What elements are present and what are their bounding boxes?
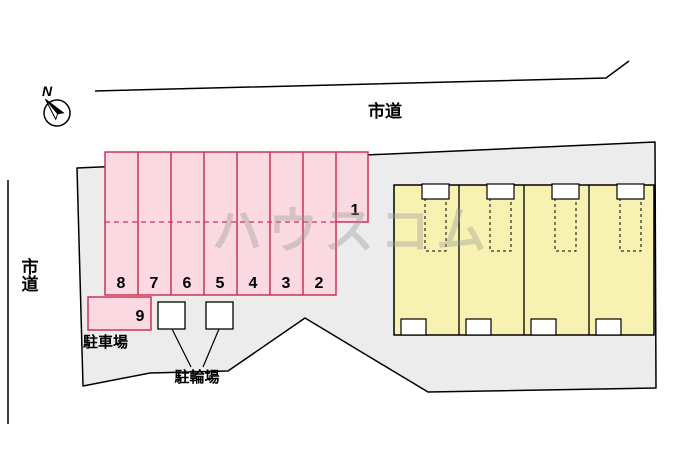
compass-label: N <box>42 83 53 99</box>
unit-porch <box>595 318 622 336</box>
bike-pointer-line-1 <box>171 328 192 368</box>
stall-number: 2 <box>315 275 324 292</box>
stall-number: 7 <box>150 275 159 292</box>
road-label-top: 市道 <box>368 101 402 121</box>
unit-entrance-notch <box>616 183 645 200</box>
stall-1-number: 1 <box>351 202 360 219</box>
bike-parking-label: 駐輪場 <box>174 368 219 386</box>
bike-pointer-line-2 <box>202 328 220 368</box>
stall-number: 5 <box>216 275 225 292</box>
stall-9-area <box>87 296 152 331</box>
watermark-text: ハウスコム <box>212 203 492 259</box>
bike-rack-2 <box>205 301 234 330</box>
stall-number: 3 <box>282 275 291 292</box>
unit-entrance-notch <box>421 183 450 200</box>
stall-9-number: 9 <box>136 308 145 325</box>
stall-number: 4 <box>249 275 258 292</box>
north-arrow-icon <box>43 98 71 127</box>
unit-entrance-notch <box>486 183 515 200</box>
unit-stair-dashed <box>489 198 512 252</box>
unit-entrance-notch <box>551 183 580 200</box>
unit-stair-dashed <box>619 198 642 252</box>
road-line-top <box>94 60 630 92</box>
car-parking-label: 駐車場 <box>83 333 128 351</box>
bike-rack-1 <box>157 301 186 330</box>
unit-stair-dashed <box>554 198 577 252</box>
stall-number: 6 <box>183 275 192 292</box>
unit-porch <box>465 318 492 336</box>
unit-stair-dashed <box>424 198 447 252</box>
unit-porch <box>400 318 427 336</box>
stall-number: 8 <box>117 275 126 292</box>
road-label-left: 市道 <box>19 257 39 292</box>
unit-porch <box>530 318 557 336</box>
